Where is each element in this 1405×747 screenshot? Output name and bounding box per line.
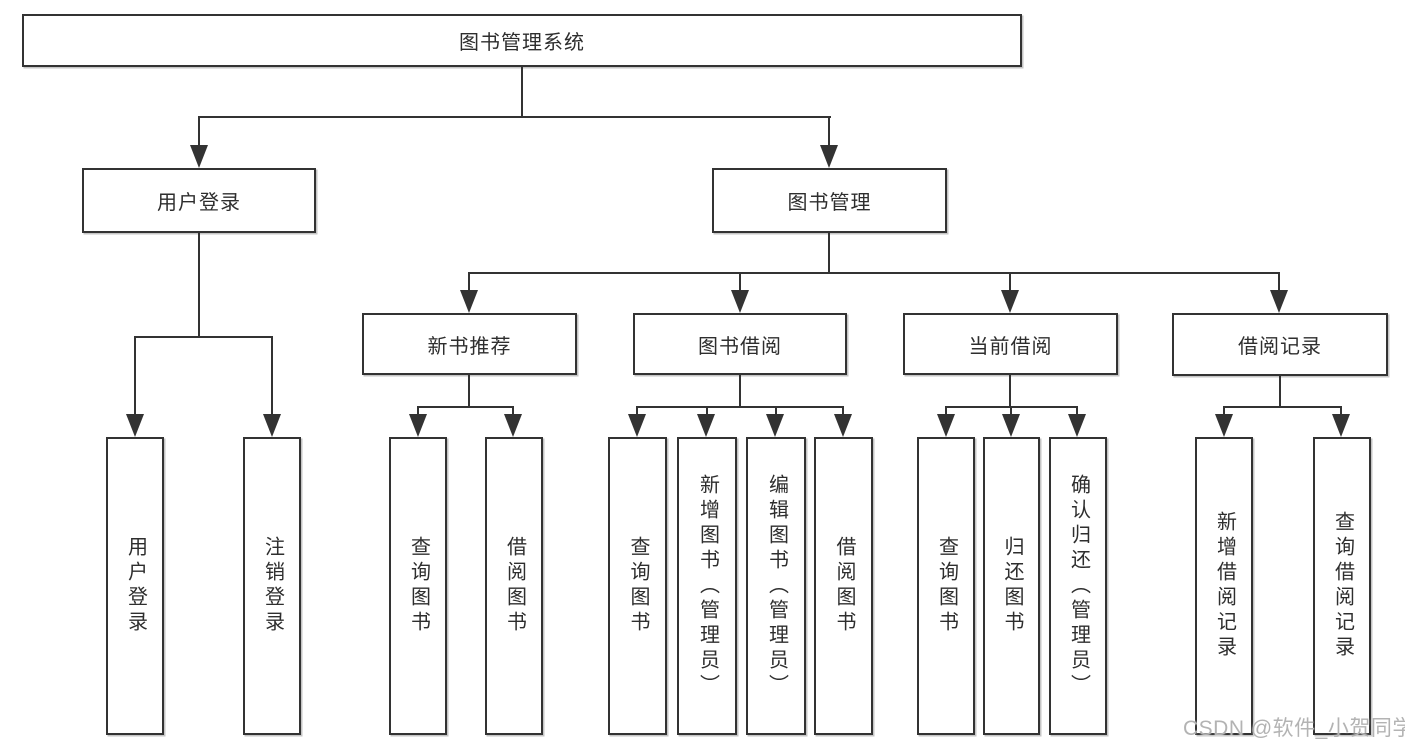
leaf-add-borrow-record: 新增借阅记录 <box>1195 437 1253 735</box>
connector-book-borrow-vertical <box>739 375 741 408</box>
node-current-borrowing-label: 当前借阅 <box>968 335 1053 358</box>
connector-stem-current-borrow <box>1009 272 1011 294</box>
leaf-edit-book-admin-label: 编辑图书（管理员） <box>765 473 788 699</box>
arrow-down-icon <box>1001 290 1019 313</box>
connector-stem-leaf <box>1223 406 1225 418</box>
node-book-borrowing: 图书借阅 <box>633 313 847 375</box>
leaf-add-book-admin: 新增图书（管理员） <box>677 437 737 735</box>
csdn-watermark: CSDN @软件_小贺同学 <box>1183 717 1405 740</box>
node-current-borrowing: 当前借阅 <box>903 313 1118 375</box>
leaf-query-books-recommend: 查询图书 <box>389 437 447 735</box>
node-user-login: 用户登录 <box>82 168 316 233</box>
connector-current-borrow-vertical <box>1009 375 1011 408</box>
arrow-down-icon <box>697 414 715 437</box>
connector-book-borrow-horizontal <box>636 406 844 408</box>
leaf-edit-book-admin: 编辑图书（管理员） <box>746 437 806 735</box>
leaf-user-login-label: 用户登录 <box>124 536 147 636</box>
arrow-down-icon <box>820 145 838 168</box>
connector-book-mgmt-vertical <box>828 233 830 274</box>
connector-new-book-horizontal <box>417 406 514 408</box>
connector-stem-leaf <box>842 406 844 418</box>
connector-new-book-vertical <box>468 375 470 408</box>
leaf-borrow-books-borrowing-label: 借阅图书 <box>833 536 855 636</box>
arrow-down-icon <box>460 290 478 313</box>
arrow-down-icon <box>937 414 955 437</box>
connector-stem-leaf <box>1076 406 1078 418</box>
leaf-add-borrow-record-label: 新增借阅记录 <box>1213 511 1236 661</box>
node-borrowing-records: 借阅记录 <box>1172 313 1388 376</box>
arrow-down-icon <box>190 145 208 168</box>
arrow-down-icon <box>1270 290 1288 313</box>
connector-user-login-vertical <box>198 233 200 338</box>
connector-stem-leaf <box>706 406 708 418</box>
arrow-down-icon <box>126 414 144 437</box>
node-root-system: 图书管理系统 <box>22 14 1022 67</box>
connector-stem-new-book <box>468 272 470 294</box>
connector-stem-leaf <box>271 336 273 418</box>
leaf-query-borrow-record-label: 查询借阅记录 <box>1331 511 1354 661</box>
connector-stem-leaf <box>417 406 419 418</box>
connector-stem-leaf <box>775 406 777 418</box>
leaf-query-books-recommend-label: 查询图书 <box>407 536 430 636</box>
connector-level2-horizontal <box>198 116 831 118</box>
node-book-management: 图书管理 <box>712 168 947 233</box>
connector-borrow-records-vertical <box>1279 376 1281 408</box>
leaf-borrow-books-recommend: 借阅图书 <box>485 437 543 735</box>
leaf-confirm-return-admin-label: 确认归还（管理员） <box>1067 473 1090 699</box>
connector-root-vertical <box>521 67 523 118</box>
arrow-down-icon <box>263 414 281 437</box>
leaf-query-books-borrowing-label: 查询图书 <box>627 536 649 636</box>
connector-user-login-horizontal <box>134 336 273 338</box>
leaf-query-books-current-label: 查询图书 <box>935 536 958 636</box>
arrow-down-icon <box>504 414 522 437</box>
arrow-down-icon <box>731 290 749 313</box>
node-user-login-label: 用户登录 <box>157 192 241 214</box>
arrow-down-icon <box>1002 414 1020 437</box>
connector-stem-leaf <box>1010 406 1012 418</box>
leaf-query-books-current: 查询图书 <box>917 437 975 735</box>
node-borrowing-records-label: 借阅记录 <box>1238 336 1322 358</box>
connector-borrow-records-horizontal <box>1223 406 1342 408</box>
node-new-book-recommend-label: 新书推荐 <box>427 335 512 358</box>
connector-stem-leaf <box>1340 406 1342 418</box>
leaf-return-book: 归还图书 <box>983 437 1040 735</box>
arrow-down-icon <box>1215 414 1233 437</box>
leaf-borrow-books-borrowing: 借阅图书 <box>814 437 873 735</box>
leaf-logout: 注销登录 <box>243 437 301 735</box>
node-new-book-recommend: 新书推荐 <box>362 313 577 375</box>
connector-stem-leaf <box>134 336 136 418</box>
node-book-borrowing-label: 图书借阅 <box>698 335 782 358</box>
connector-stem-borrow-records <box>1278 272 1280 294</box>
leaf-add-book-admin-label: 新增图书（管理员） <box>696 473 719 699</box>
connector-stem-book-borrow <box>739 272 741 294</box>
leaf-confirm-return-admin: 确认归还（管理员） <box>1049 437 1107 735</box>
leaf-return-book-label: 归还图书 <box>1001 536 1023 636</box>
leaf-logout-label: 注销登录 <box>261 536 284 636</box>
connector-stem-leaf <box>636 406 638 418</box>
connector-stem-leaf <box>512 406 514 418</box>
leaf-borrow-books-recommend-label: 借阅图书 <box>503 536 526 636</box>
connector-stem-leaf <box>945 406 947 418</box>
connector-stem-book-mgmt <box>828 116 830 149</box>
leaf-query-borrow-record: 查询借阅记录 <box>1313 437 1371 735</box>
node-root-label: 图书管理系统 <box>459 32 585 54</box>
arrow-down-icon <box>834 414 852 437</box>
arrow-down-icon <box>1332 414 1350 437</box>
leaf-user-login: 用户登录 <box>106 437 164 735</box>
leaf-query-books-borrowing: 查询图书 <box>608 437 667 735</box>
arrow-down-icon <box>628 414 646 437</box>
connector-level3-horizontal <box>468 272 1280 274</box>
connector-stem-user-login <box>198 116 200 149</box>
arrow-down-icon <box>409 414 427 437</box>
arrow-down-icon <box>766 414 784 437</box>
arrow-down-icon <box>1068 414 1086 437</box>
node-book-management-label: 图书管理 <box>787 192 872 214</box>
